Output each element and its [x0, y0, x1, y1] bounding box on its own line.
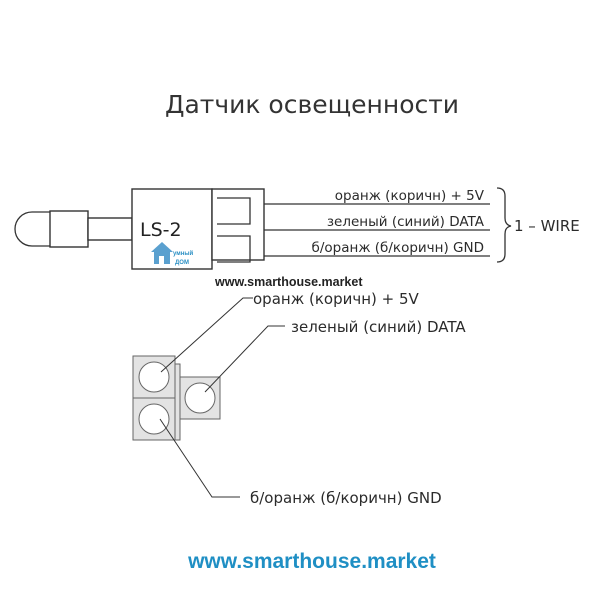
pin-data-label: зеленый (синий) DATA — [291, 318, 466, 336]
sensor-housing — [131, 188, 213, 270]
pin-data-contact — [184, 382, 216, 414]
pin-gnd-leader — [159, 418, 240, 498]
connector-pinout — [132, 355, 221, 441]
pin-5v-contact — [138, 361, 170, 393]
umny-dom-logo: умный ДОМ — [151, 242, 193, 266]
sensor-model-label: LS-2 — [140, 219, 182, 241]
logo-house-icon — [151, 242, 173, 252]
pin-gnd-label: б/оранж (б/коричн) GND — [250, 489, 442, 507]
bus-brace — [496, 187, 512, 263]
wire-data-label: зеленый (синий) DATA — [327, 214, 485, 230]
wire-5v-label: оранж (коричн) + 5V — [335, 188, 485, 204]
pin-gnd-contact — [138, 403, 170, 435]
led-body — [49, 210, 89, 248]
wire-gnd-label: б/оранж (б/коричн) GND — [312, 240, 484, 256]
led-leads — [87, 217, 133, 241]
footer-url: www.smarthouse.market — [187, 550, 436, 573]
logo-text-top: умный — [173, 250, 193, 257]
bus-label: 1 – WIRE — [514, 217, 580, 235]
pin-5v-leader — [160, 297, 253, 373]
pin-data-leader — [204, 325, 285, 393]
connector-latch-bottom — [217, 235, 251, 263]
pin-5v-label: оранж (коричн) + 5V — [253, 290, 420, 308]
pinout-separator — [174, 363, 181, 441]
logo-text-bottom: ДОМ — [175, 260, 189, 266]
small-url: www.smarthouse.market — [214, 275, 363, 289]
led-lens — [14, 211, 50, 247]
logo-house-door — [159, 256, 164, 264]
connector-latch-top — [217, 197, 251, 225]
diagram-title: Датчик освещенности — [165, 90, 459, 119]
